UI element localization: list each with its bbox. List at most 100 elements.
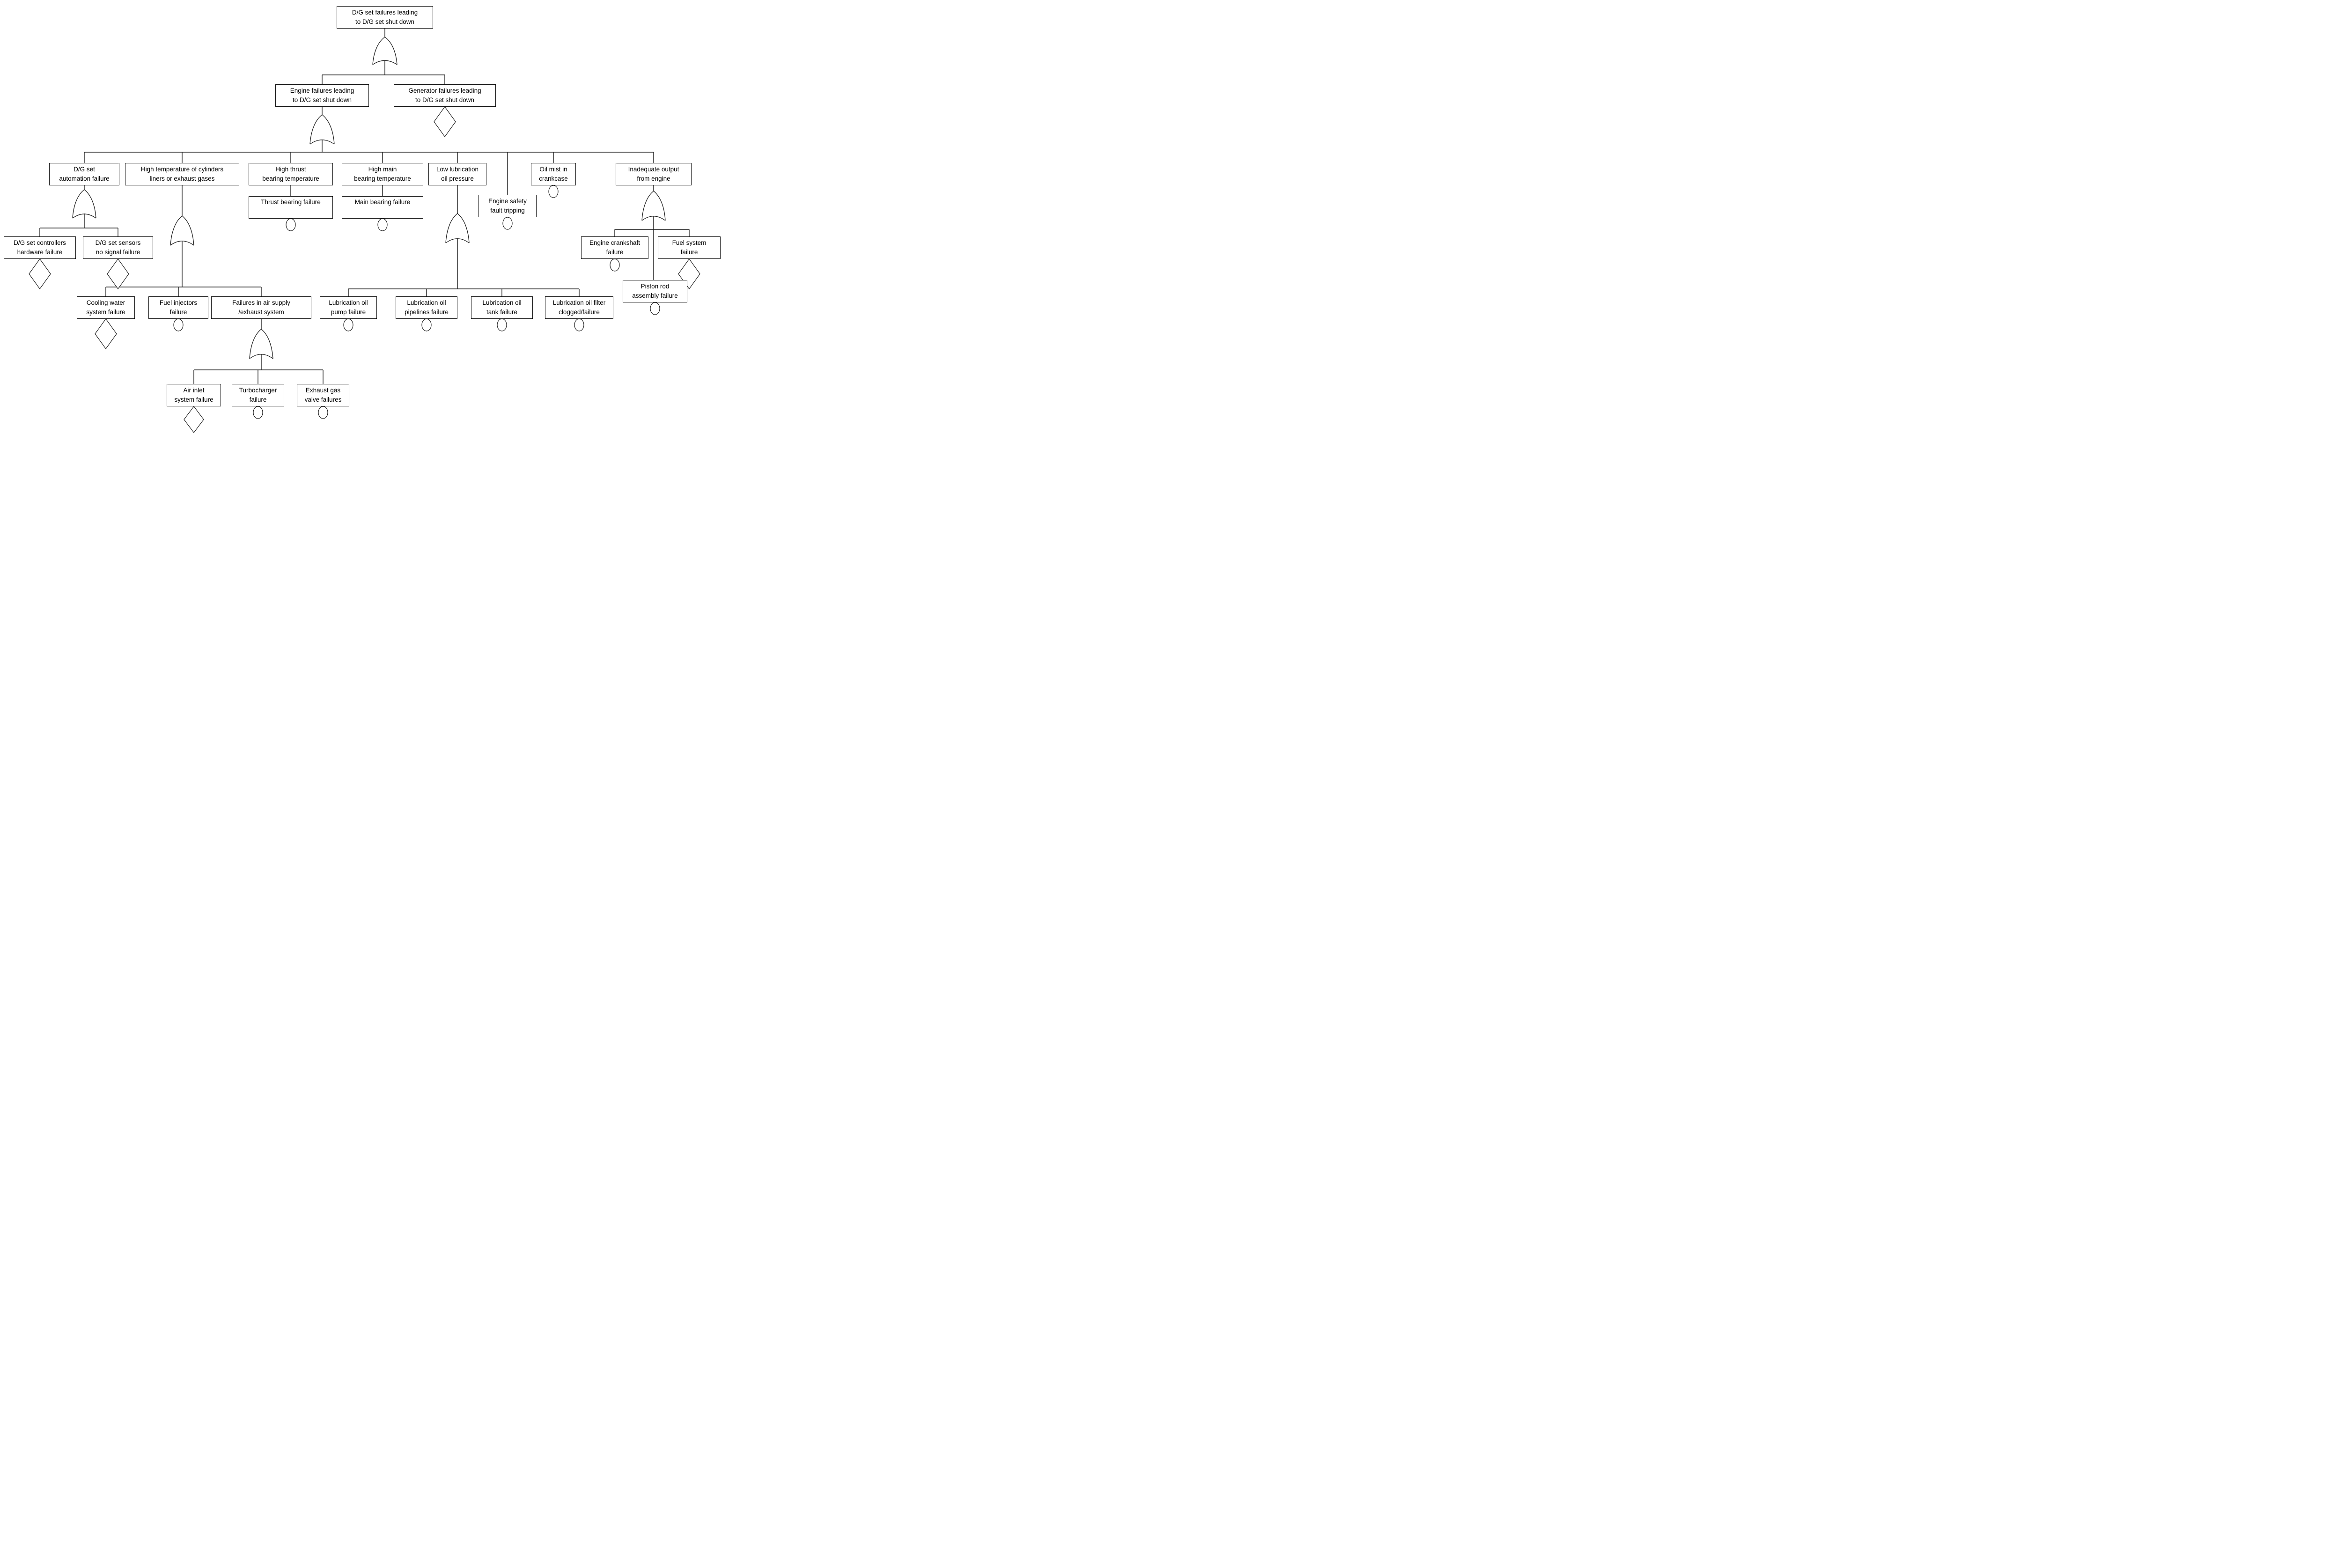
event-box-lube-filter: Lubrication oil filter clogged/failure	[545, 296, 613, 319]
basic-event-lube-filter-circle-icon	[574, 318, 584, 331]
event-box-air-inlet-label: Air inlet	[183, 386, 205, 394]
event-box-fuel-injectors-label: failure	[169, 309, 187, 316]
event-box-controllers-label: hardware failure	[17, 249, 63, 256]
event-box-generator-label: to D/G set shut down	[415, 96, 475, 103]
event-box-crankshaft-label: failure	[606, 249, 624, 256]
event-box-exhaust-valve-label: valve failures	[304, 396, 342, 403]
event-box-high-thrust-label: High thrust	[275, 165, 306, 173]
event-box-lube-pipelines-label: pipelines failure	[405, 309, 449, 316]
or-gate-inadequate-output	[641, 191, 666, 221]
event-box-main-failure: Main bearing failure	[342, 196, 423, 219]
event-box-high-main-label: bearing temperature	[354, 175, 411, 182]
or-gate-air-supply	[249, 329, 273, 359]
event-box-generator-label: Generator failures leading	[408, 87, 481, 94]
event-box-automation-label: automation failure	[59, 175, 110, 182]
event-box-root: D/G set failures leading to D/G set shut …	[337, 6, 433, 29]
event-box-engine-label: Engine failures leading	[290, 87, 354, 94]
or-gate-low-lube	[445, 213, 470, 243]
event-box-air-inlet: Air inlet system failure	[167, 384, 221, 406]
basic-event-piston-rod-circle-icon	[650, 302, 660, 315]
event-box-high-temp-label: High temperature of cylinders	[140, 165, 224, 173]
basic-event-lube-pump-circle-icon	[343, 318, 353, 331]
event-box-engine-safety-label: fault tripping	[490, 207, 525, 214]
event-box-lube-pump-label: Lubrication oil	[329, 299, 368, 306]
basic-event-lube-tank-circle-icon	[497, 318, 507, 331]
event-box-cooling-water-label: system failure	[86, 309, 125, 316]
event-box-lube-tank-label: tank failure	[486, 309, 518, 316]
event-box-lube-pump-label: pump failure	[331, 309, 366, 316]
or-gate-shape	[249, 329, 273, 359]
event-box-fuel-system-label: Fuel system	[672, 239, 707, 246]
basic-event-oil-mist-circle-icon	[548, 185, 559, 198]
event-box-crankshaft: Engine crankshaft failure	[581, 236, 648, 259]
event-box-fuel-system: Fuel system failure	[658, 236, 721, 259]
event-box-lube-filter-label: clogged/failure	[559, 309, 600, 316]
event-box-lube-pipelines-label: Lubrication oil	[407, 299, 446, 306]
or-gate-shape	[249, 354, 273, 359]
event-box-air-inlet-label: system failure	[174, 396, 213, 403]
undeveloped-event-air-inlet-diamond-icon	[184, 406, 204, 433]
or-gate-shape	[445, 213, 470, 243]
event-box-engine-safety: Engine safety fault tripping	[479, 195, 537, 217]
event-box-air-supply-label: Failures in air supply	[232, 299, 290, 306]
or-gate-shape	[641, 216, 666, 221]
event-box-air-supply: Failures in air supply/exhaust system	[211, 296, 311, 319]
event-box-root-label: to D/G set shut down	[355, 18, 415, 25]
basic-event-main-bearing-circle-icon	[377, 218, 388, 231]
event-box-engine-label: to D/G set shut down	[292, 96, 352, 103]
event-box-crankshaft-label: Engine crankshaft	[589, 239, 640, 246]
basic-event-fuel-injectors-circle-icon	[173, 318, 184, 331]
or-gate-shape	[309, 140, 335, 145]
or-gate-engine	[309, 114, 335, 145]
undeveloped-event-controllers-diamond-icon	[29, 258, 51, 290]
event-box-engine: Engine failures leading to D/G set shut d…	[275, 84, 369, 107]
event-box-lube-filter-label: Lubrication oil filter	[552, 299, 606, 306]
event-box-high-thrust: High thrust bearing temperature	[249, 163, 333, 185]
undeveloped-event-sensors-diamond-icon	[107, 258, 129, 290]
or-gate-shape	[445, 238, 470, 243]
event-box-main-failure-label: Main bearing failure	[354, 199, 411, 206]
event-box-thrust-failure-label: Thrust bearing failure	[261, 199, 321, 206]
event-box-generator: Generator failures leading to D/G set shu…	[394, 84, 496, 107]
event-box-high-temp-label: liners or exhaust gases	[149, 175, 215, 182]
event-box-lube-tank-label: Lubrication oil	[482, 299, 522, 306]
basic-event-turbocharger-circle-icon	[253, 406, 263, 419]
event-box-automation-label: D/G set	[74, 165, 95, 173]
or-gate-root	[372, 37, 398, 65]
basic-event-crankshaft-circle-icon	[610, 258, 620, 272]
event-box-inadequate-label: Inadequate output	[628, 165, 679, 173]
event-box-root-label: D/G set failures leading	[352, 8, 418, 16]
event-box-high-thrust-label: bearing temperature	[262, 175, 319, 182]
connector-layer	[29, 29, 700, 433]
event-box-exhaust-valve: Exhaust gas valve failures	[297, 384, 349, 406]
event-box-fuel-system-label: failure	[680, 249, 698, 256]
basic-event-lube-pipelines-circle-icon	[421, 318, 432, 331]
event-box-lube-pipelines: Lubrication oil pipelines failure	[396, 296, 457, 319]
event-box-fuel-injectors: Fuel injectors failure	[148, 296, 208, 319]
event-box-piston-rod-label: Piston rod	[640, 282, 670, 290]
basic-event-exhaust-valve-circle-icon	[318, 406, 328, 419]
basic-event-thrust-bearing-circle-icon	[286, 218, 296, 231]
basic-event-engine-safety-circle-icon	[502, 217, 513, 230]
undeveloped-event-cooling-water-diamond-icon	[95, 318, 117, 350]
event-box-exhaust-valve-label: Exhaust gas	[305, 386, 341, 394]
event-box-oil-mist-label: crankcase	[539, 175, 568, 182]
event-box-sensors-label: no signal failure	[96, 249, 140, 256]
event-box-automation: D/G set automation failure	[49, 163, 119, 185]
event-box-engine-safety-label: Engine safety	[488, 197, 527, 205]
or-gate-high-temp	[170, 215, 194, 246]
or-gate-shape	[72, 189, 96, 219]
event-box-lube-tank: Lubrication oil tank failure	[471, 296, 533, 319]
event-box-low-lube-label: oil pressure	[441, 175, 474, 182]
event-box-fuel-injectors-label: Fuel injectors	[159, 299, 198, 306]
event-box-thrust-failure: Thrust bearing failure	[249, 196, 333, 219]
event-box-piston-rod-label: assembly failure	[632, 292, 678, 299]
or-gate-shape	[372, 37, 398, 65]
